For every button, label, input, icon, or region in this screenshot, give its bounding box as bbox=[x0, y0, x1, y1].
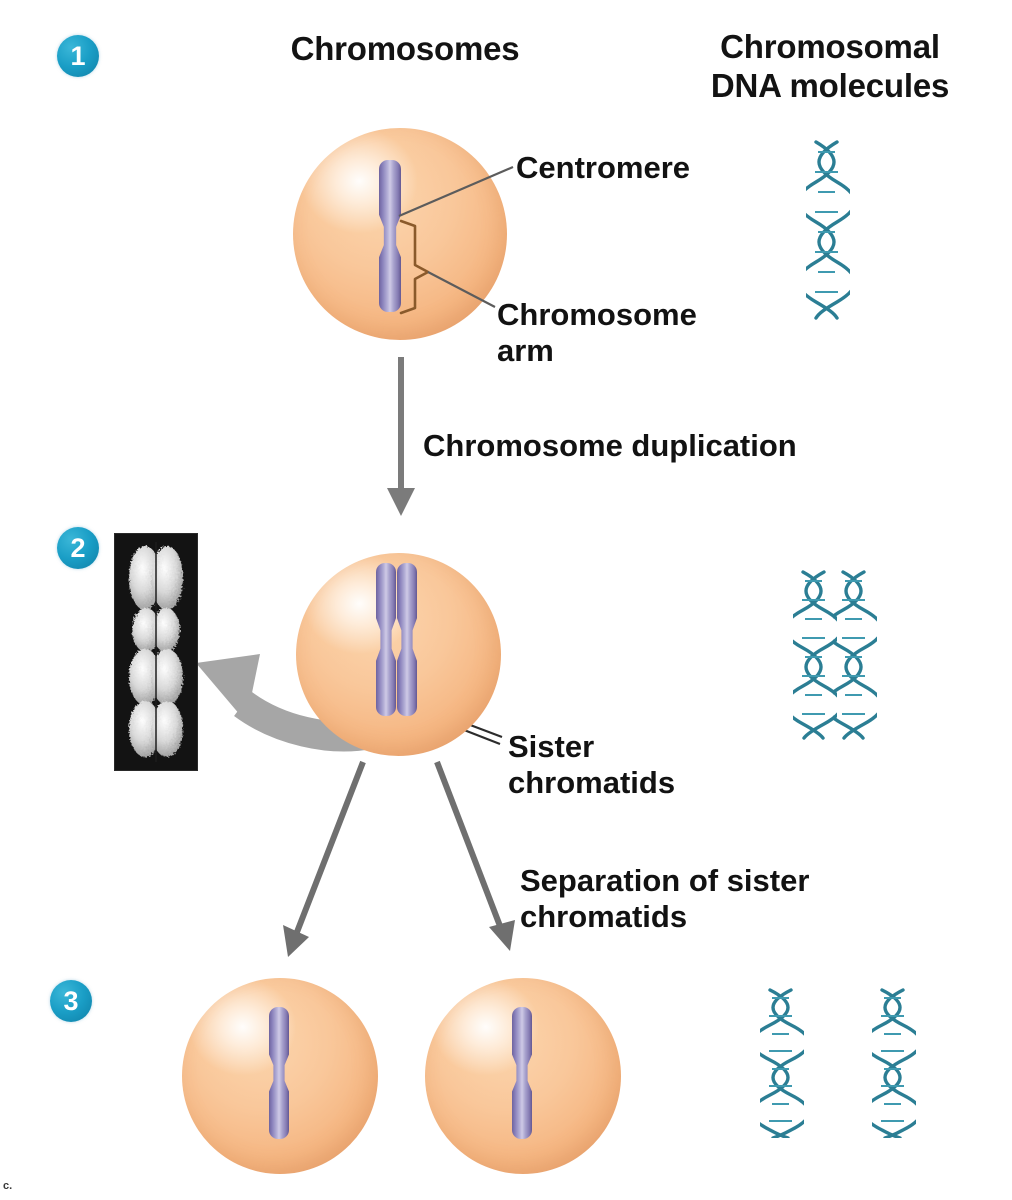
figure-part-label: c. bbox=[3, 1180, 13, 1192]
duplication-arrow bbox=[387, 357, 415, 516]
chromosome-arm-label: Chromosome arm bbox=[497, 297, 697, 368]
stage2-dna-helix-left bbox=[783, 570, 844, 745]
stage1-chromosome bbox=[379, 160, 401, 312]
stage1-cell bbox=[293, 128, 507, 340]
stage2-sister-chromatid-right bbox=[397, 563, 417, 716]
stage1-dna-helix bbox=[796, 140, 857, 325]
step-badge-3: 3 bbox=[50, 980, 92, 1022]
chromosome-duplication-label: Chromosome duplication bbox=[423, 428, 797, 463]
step-badge-2: 2 bbox=[57, 527, 99, 569]
stage2-dna-helix-right bbox=[823, 570, 884, 745]
chromosomes-column-header: Chromosomes bbox=[290, 30, 520, 67]
chromosome-micrograph bbox=[114, 533, 198, 771]
stage3-dna-helix-left bbox=[750, 988, 811, 1143]
stage3-chromosome-left bbox=[269, 1007, 289, 1139]
sister-chromatids-label: Sister chromatids bbox=[508, 729, 676, 800]
stage2-sister-chromatid-left bbox=[376, 563, 396, 716]
separation-arrow-right bbox=[434, 760, 515, 951]
separation-arrow-left bbox=[283, 760, 366, 957]
step-badge-1: 1 bbox=[57, 35, 99, 77]
dna-column-header: Chromosomal DNA molecules bbox=[710, 28, 950, 104]
stage3-chromosome-right bbox=[512, 1007, 532, 1139]
centromere-label: Centromere bbox=[516, 150, 690, 185]
stage3-dna-helix-right bbox=[862, 988, 923, 1143]
separation-label: Separation of sister chromatids bbox=[520, 863, 810, 934]
